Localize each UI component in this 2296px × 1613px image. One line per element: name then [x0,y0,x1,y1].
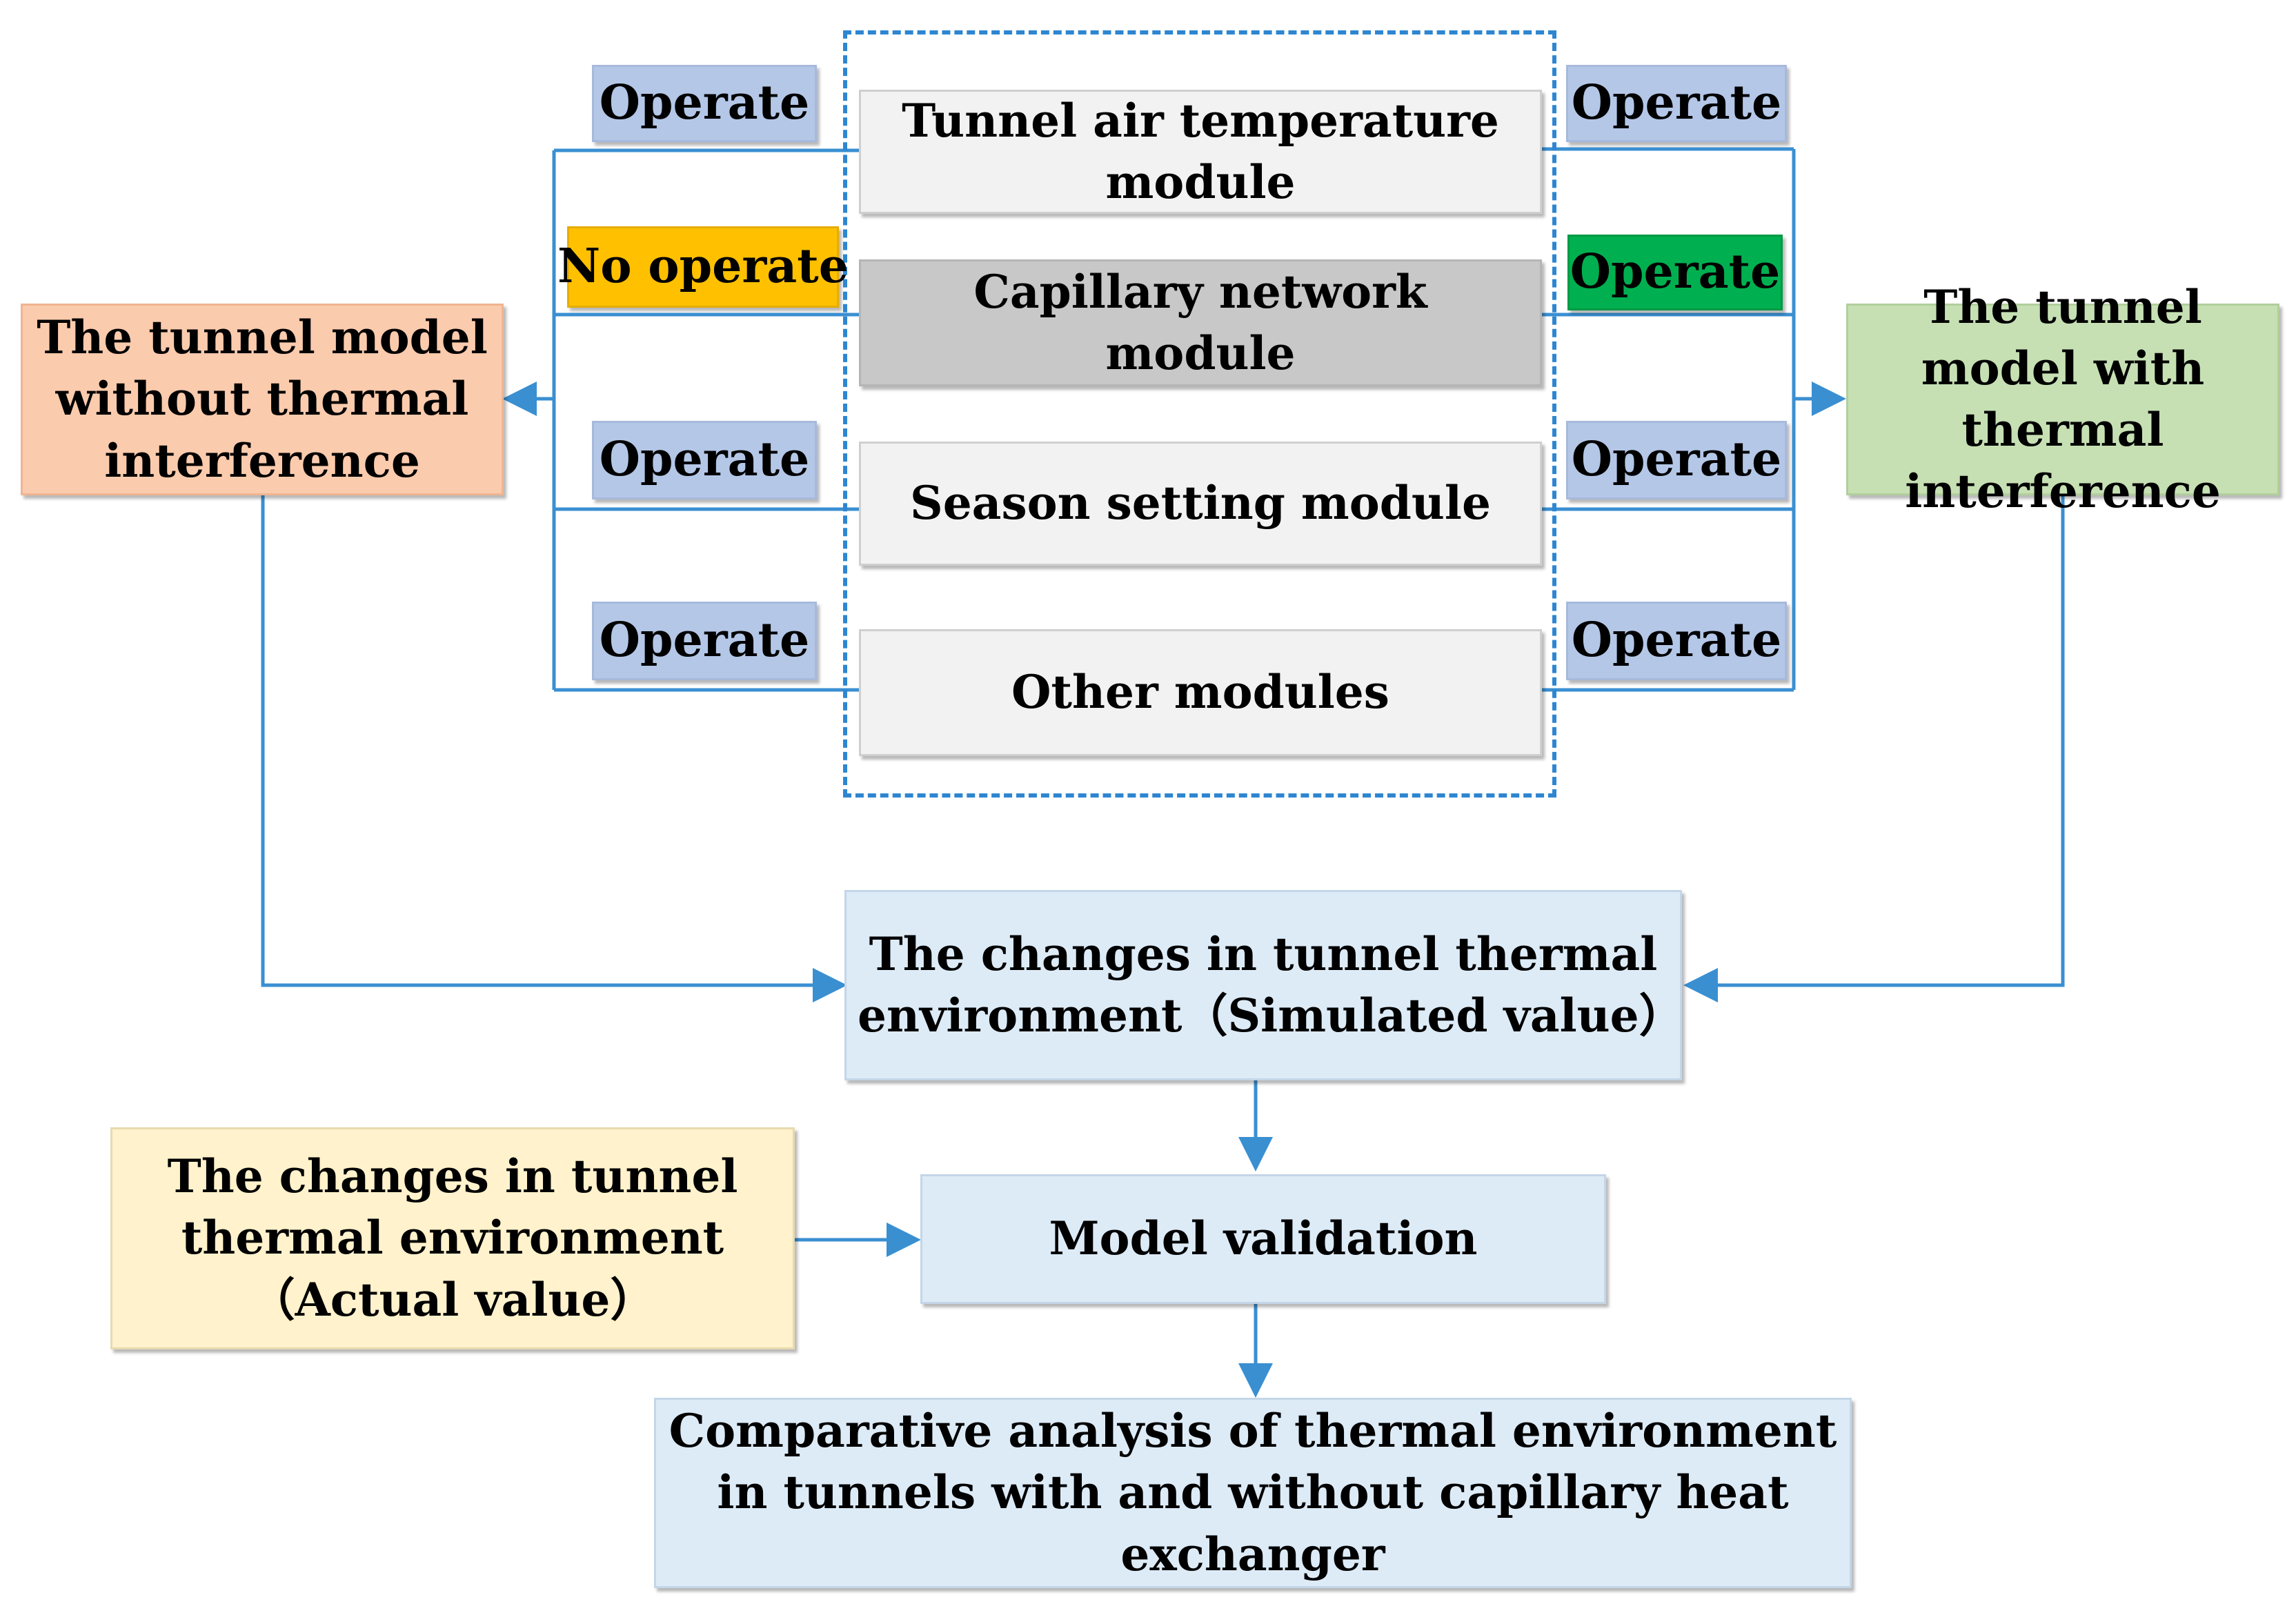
model-validation-box: Model validation [920,1174,1606,1304]
right-tag-operate-1: Operate [1566,65,1787,142]
tunnel-model-without-interference: The tunnel model without thermal interfe… [21,304,504,495]
module-other: Other modules [859,629,1542,756]
left-tag-operate-1: Operate [592,65,817,142]
module-capillary-network: Capillary network module [859,259,1542,386]
actual-value-box: The changes in tunnel thermal environmen… [110,1127,795,1349]
right-tag-operate-capillary: Operate [1567,235,1783,310]
tunnel-model-with-interference: The tunnel model with thermal interferen… [1846,280,2279,518]
left-tag-operate-4: Operate [592,602,817,680]
module-tunnel-air-temperature: Tunnel air temperature module [859,90,1542,214]
module-group [843,30,1556,798]
right-tag-operate-4: Operate [1566,602,1787,680]
right-model-to-simulated [1683,495,2065,1002]
comparative-analysis-box: Comparative analysis of thermal environm… [654,1398,1852,1588]
left-model-to-simulated [261,495,847,1002]
left-tag-no-operate: No operate [557,226,849,308]
right-tag-operate-3: Operate [1566,421,1787,499]
module-season-setting: Season setting module [859,442,1542,566]
left-tag-operate-3: Operate [592,421,817,499]
simulated-value-box: The changes in tunnel thermal environmen… [844,890,1685,1080]
